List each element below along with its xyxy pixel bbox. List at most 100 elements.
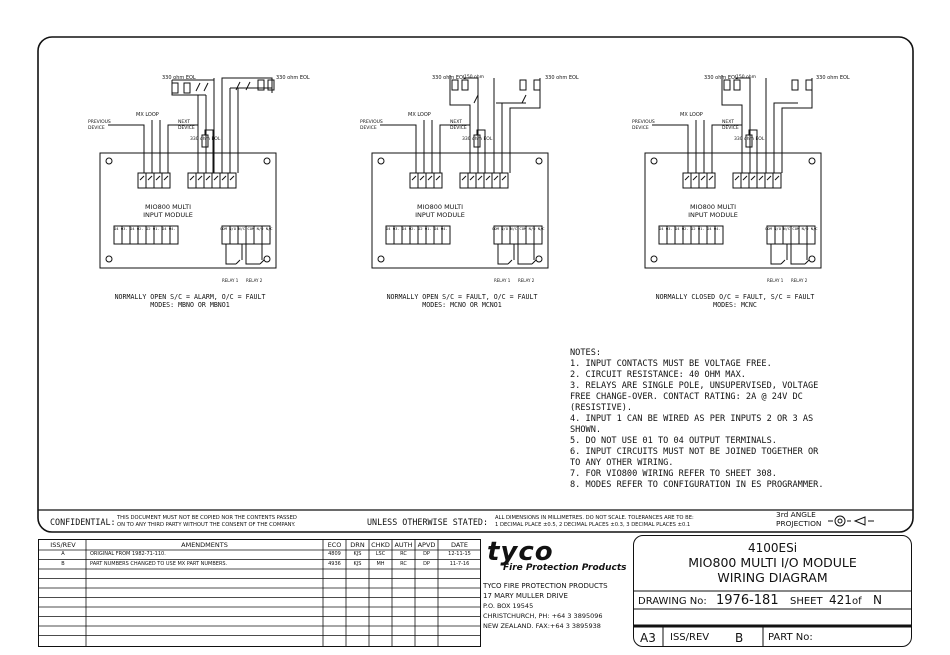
wiring-diagram-2: 330 ohm EOL 330 ohm EOL 150 ohm 330 ohm … (360, 74, 579, 309)
company-address-5: NEW ZEALAND. FAX:+64 3 3895938 (483, 622, 601, 630)
wiring-diagram-3: 330 ohm EOL 330 ohm EOL 150 ohm 330 ohm … (632, 74, 850, 309)
svg-text:INPUT MODULE: INPUT MODULE (688, 211, 738, 219)
header-chkd: CHKD (371, 541, 390, 549)
company-address-1: TYCO FIRE PROTECTION PRODUCTS (483, 582, 608, 590)
company-block: tyco Fire Protection Products TYCO FIRE … (481, 537, 631, 647)
svg-text:150 ohm: 150 ohm (464, 74, 484, 80)
svg-text:MODES: MCNO OR MCNO1: MODES: MCNO OR MCNO1 (422, 301, 501, 309)
note-5: 5. DO NOT USE 01 TO 04 OUTPUT TERMINALS. (570, 436, 777, 446)
note-3c: (RESISTIVE). (570, 403, 632, 413)
svg-text:330 ohm EOL: 330 ohm EOL (734, 136, 765, 142)
dimensions-note-1: ALL DIMENSIONS IN MILLIMETRES. DO NOT SC… (495, 515, 694, 521)
svg-text:MIO800 MULTI: MIO800 MULTI (690, 203, 736, 211)
table-row-b-eco: 4936 (328, 561, 341, 567)
table-row-a-rev: A (61, 551, 65, 557)
table-row-a-date: 12-11-15 (448, 551, 471, 557)
svg-text:NORMALLY CLOSED O/C = FAULT, S: NORMALLY CLOSED O/C = FAULT, S/C = FAULT (656, 293, 815, 301)
svg-text:NEXT: NEXT (722, 119, 734, 125)
tyco-logo: tyco (487, 537, 554, 567)
title-block-grid (633, 590, 912, 647)
svg-text:MX LOOP: MX LOOP (408, 112, 431, 118)
sheet-of-label: of (852, 596, 862, 607)
drawing-number: 1976-181 (716, 593, 779, 608)
paper-size: A3 (640, 631, 656, 645)
confidential-text-1: THIS DOCUMENT MUST NOT BE COPIED NOR THE… (116, 515, 297, 521)
svg-text:MX LOOP: MX LOOP (680, 112, 703, 118)
note-7: 7. FOR VIO800 WIRING REFER TO SHEET 308. (570, 469, 777, 479)
header-amendments: AMENDMENTS (181, 541, 228, 549)
svg-text:DEVICE: DEVICE (88, 125, 105, 131)
table-row-a-chkd: LSC (375, 551, 386, 557)
dimensions-note-2: 1 DECIMAL PLACE ±0.5, 2 DECIMAL PLACES ±… (495, 522, 690, 528)
svg-text:RELAY 1: RELAY 1 (222, 278, 239, 283)
svg-text:RELAY 2: RELAY 2 (246, 278, 263, 283)
svg-text:MODES: MCNC: MODES: MCNC (713, 301, 757, 309)
unless-stated: UNLESS OTHERWISE STATED: (367, 517, 488, 527)
table-row-b-chkd: MH (376, 561, 385, 567)
sheet-of-value: N (873, 593, 882, 607)
svg-text:DEVICE: DEVICE (722, 125, 739, 131)
svg-text:330 ohm EOL: 330 ohm EOL (432, 75, 466, 81)
svg-text:330 ohm EOL: 330 ohm EOL (816, 75, 850, 81)
svg-text:INPUT MODULE: INPUT MODULE (415, 211, 465, 219)
svg-text:O4 O3- O4 O2- O2 O1- O4 O4-: O4 O3- O4 O2- O2 O1- O4 O4- (386, 226, 448, 231)
amendments-grid (38, 539, 481, 647)
projection-label-2: PROJECTION (776, 519, 821, 528)
table-row-a-apvd: DP (423, 551, 430, 557)
product-name: 4100ESi (747, 541, 798, 555)
svg-text:NEXT: NEXT (178, 119, 190, 125)
company-address-3: P.O. BOX 19545 (483, 602, 534, 610)
table-row-a-drn: KJS (353, 551, 362, 557)
svg-text:O4 O3- O4 O2- O2 O1- O4 O4-: O4 O3- O4 O2- O2 O1- O4 O4- (659, 226, 721, 231)
sheet-border (37, 36, 914, 533)
svg-text:330 ohm EOL: 330 ohm EOL (545, 75, 579, 81)
header-eco: ECO (327, 541, 342, 549)
table-row-b-auth: RC (400, 561, 407, 567)
iss-rev-value: B (735, 631, 744, 645)
header-date: DATE (451, 541, 468, 549)
wiring-diagram-1: 330 ohm EOL 330 ohm EOL 330 ohm EOL MX L… (88, 75, 310, 309)
svg-text:PREVIOUS: PREVIOUS (360, 119, 383, 125)
iss-rev-label: ISS/REV (670, 632, 710, 643)
svg-text:MIO800 MULTI: MIO800 MULTI (145, 203, 191, 211)
table-row-b-apvd: DP (423, 561, 430, 567)
svg-text:RELAY 2: RELAY 2 (518, 278, 535, 283)
svg-text:330 ohm EOL: 330 ohm EOL (190, 136, 221, 142)
confidential-label: CONFIDENTIAL: (50, 517, 116, 527)
note-8: 8. MODES REFER TO CONFIGURATION IN ES PR… (570, 480, 824, 490)
svg-text:DEVICE: DEVICE (178, 125, 195, 131)
svg-text:DEVICE: DEVICE (450, 125, 467, 131)
svg-text:330 ohm EOL: 330 ohm EOL (276, 75, 310, 81)
company-address-4: CHRISTCHURCH, PH: +64 3 3895096 (483, 612, 603, 620)
svg-text:NORMALLY OPEN S/C = ALARM, O/C: NORMALLY OPEN S/C = ALARM, O/C = FAULT (115, 293, 266, 301)
note-1: 1. INPUT CONTACTS MUST BE VOLTAGE FREE. (570, 359, 772, 369)
svg-text:RELAY 1: RELAY 1 (494, 278, 511, 283)
drawing-title-1: MIO800 MULTI I/O MODULE (688, 555, 857, 570)
svg-text:MODES: MBNO OR MBNO1: MODES: MBNO OR MBNO1 (150, 301, 229, 309)
sheet-label: SHEET (790, 596, 823, 607)
svg-text:150 ohm: 150 ohm (736, 74, 756, 80)
table-row-a-amendment: ORIGINAL FROM 1982-71-110. (90, 551, 166, 557)
note-6: 6. INPUT CIRCUITS MUST NOT BE JOINED TOG… (570, 447, 819, 457)
notes-title: NOTES: (570, 348, 601, 358)
company-address-2: 17 MARY MULLER DRIVE (483, 592, 568, 600)
svg-text:DEVICE: DEVICE (632, 125, 649, 131)
projection-symbol-icon (828, 515, 874, 527)
table-row-b-amendment: PART NUMBERS CHANGED TO USE MX PART NUMB… (90, 561, 228, 567)
svg-text:NEXT: NEXT (450, 119, 462, 125)
header-auth: AUTH (394, 541, 413, 549)
svg-text:MX LOOP: MX LOOP (136, 112, 159, 118)
note-2: 2. CIRCUIT RESISTANCE: 40 OHM MAX. (570, 370, 746, 380)
part-number-label: PART No: (768, 632, 813, 643)
table-row-b-date: 11-7-16 (449, 561, 470, 567)
note-4: 4. INPUT 1 CAN BE WIRED AS PER INPUTS 2 … (570, 414, 813, 424)
svg-text:PREVIOUS: PREVIOUS (88, 119, 111, 125)
drawing-title-2: WIRING DIAGRAM (717, 570, 828, 585)
confidential-strip: CONFIDENTIAL: THIS DOCUMENT MUST NOT BE … (50, 510, 874, 528)
svg-text:O4 O3- O4 O2- O2 O1- O4 O4-: O4 O3- O4 O2- O2 O1- O4 O4- (114, 226, 176, 231)
svg-text:330 ohm EOL: 330 ohm EOL (162, 75, 196, 81)
table-row-a-eco: 4809 (328, 551, 341, 557)
amendments-table (38, 539, 481, 647)
svg-text:RELAY 1: RELAY 1 (767, 278, 784, 283)
